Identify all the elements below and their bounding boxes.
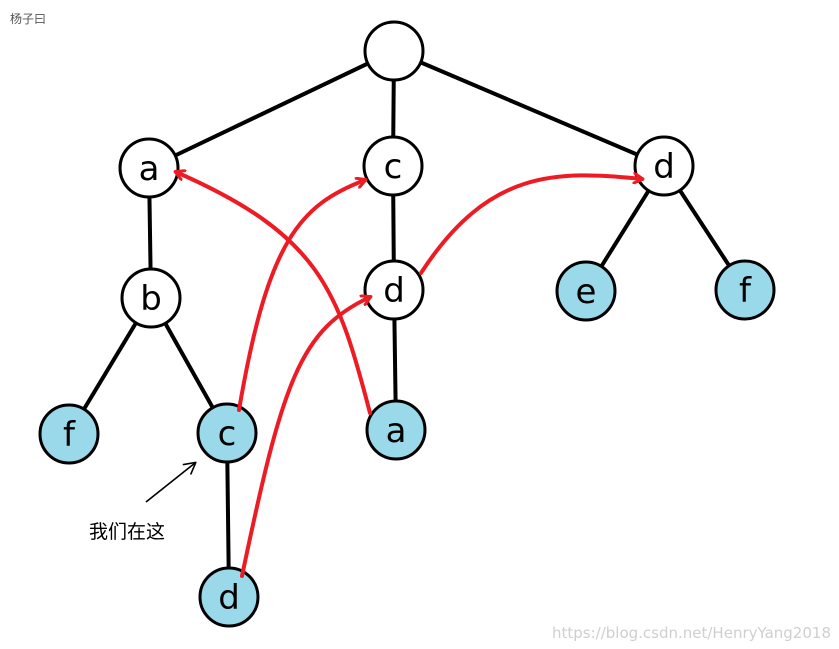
fail-pointer-arrows	[176, 172, 642, 578]
node-f1: f	[714, 259, 776, 321]
node-circle	[633, 135, 695, 197]
node-root	[363, 20, 425, 82]
node-circle	[714, 259, 776, 321]
node-circle	[120, 267, 182, 329]
edge-root-a1	[148, 49, 395, 170]
author-label: 杨子曰	[10, 11, 46, 26]
annotation-label: 我们在这	[89, 521, 165, 543]
node-label: e	[576, 272, 597, 312]
fail-arrow-a2-to-a1	[176, 172, 372, 415]
node-label: d	[383, 271, 405, 311]
node-label: b	[140, 279, 162, 319]
node-circle	[118, 137, 180, 199]
fail-arrow-d3-to-d2	[240, 297, 370, 578]
edge-root-d1	[393, 49, 665, 168]
node-circle	[198, 566, 260, 628]
node-label: f	[63, 415, 76, 455]
tree-nodes: a c d b d e f f c a d	[38, 20, 776, 628]
node-circle	[363, 259, 425, 321]
node-f2: f	[38, 403, 100, 465]
node-d2: d	[363, 259, 425, 321]
node-circle	[555, 260, 617, 322]
node-label: f	[739, 271, 752, 311]
node-d3: d	[198, 566, 260, 628]
node-c1: c	[362, 135, 424, 197]
node-label: a	[386, 411, 407, 451]
node-c2: c	[196, 402, 258, 464]
watermark: https://blog.csdn.net/HenryYang2018	[552, 624, 831, 642]
node-label: a	[139, 149, 160, 189]
node-label: d	[218, 578, 240, 618]
node-a1: a	[118, 137, 180, 199]
annotation-arrow	[145, 461, 197, 503]
node-circle	[365, 399, 427, 461]
node-e1: e	[555, 260, 617, 322]
node-d1: d	[633, 135, 695, 197]
node-label: d	[653, 147, 675, 187]
node-label: c	[384, 147, 403, 187]
tree-edges	[67, 49, 747, 598]
fail-arrow-d2-to-d1	[419, 175, 642, 275]
node-label: c	[218, 414, 237, 454]
node-circle	[362, 135, 424, 197]
node-circle	[38, 403, 100, 465]
node-circle	[363, 20, 425, 82]
node-b1: b	[120, 267, 182, 329]
node-circle	[196, 402, 258, 464]
node-a2: a	[365, 399, 427, 461]
